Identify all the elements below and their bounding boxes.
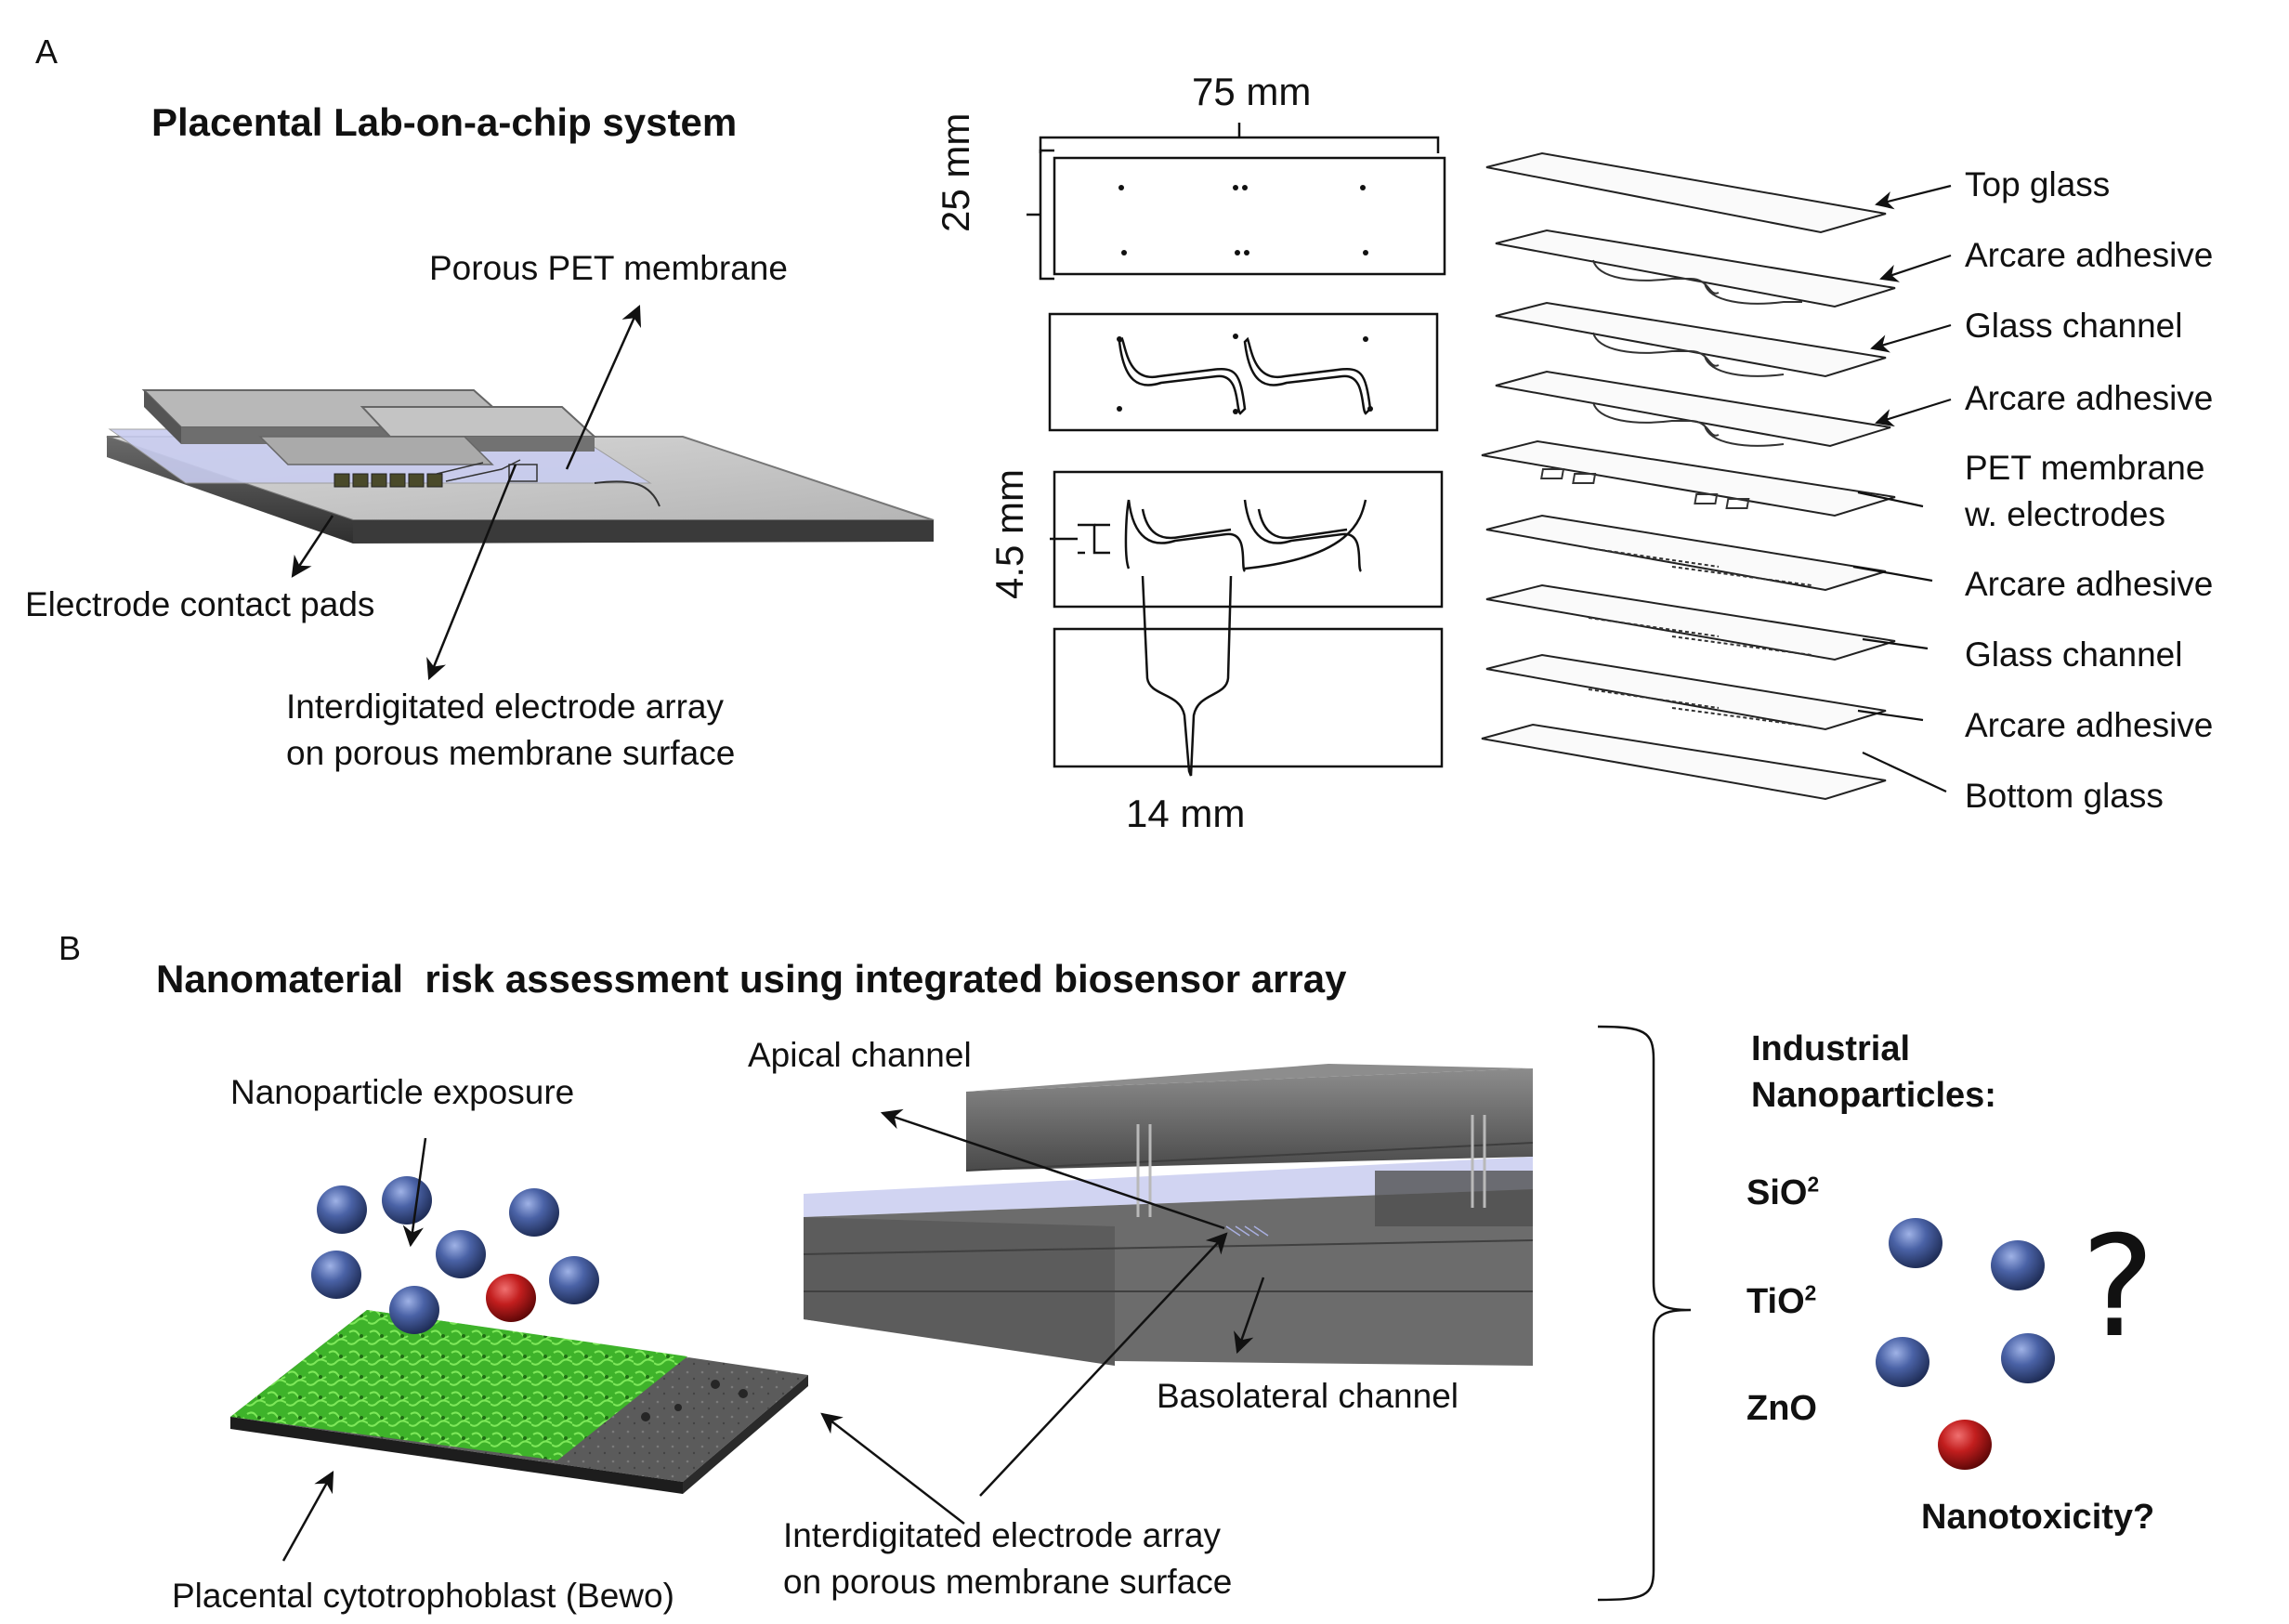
layer-label-5: w. electrodes <box>1965 495 2165 533</box>
layer-label-3: Arcare adhesive <box>1965 379 2214 417</box>
panel-b-arrows <box>281 1108 1265 1562</box>
layer-label-2: Glass channel <box>1965 307 2183 345</box>
nanoparticle-sio2: SiO2 <box>1746 1172 1820 1212</box>
dimension-electrode: 14 mm <box>1126 792 1246 835</box>
layer-label-9: Bottom glass <box>1965 777 2164 815</box>
basolateral-channel-label: Basolateral channel <box>1157 1377 1458 1415</box>
dimension-length: 75 mm <box>1192 70 1312 113</box>
nanoparticles-exposure <box>311 1176 599 1334</box>
panel-a-arrows <box>291 304 642 681</box>
nanotoxicity-label: Nanotoxicity? <box>1921 1498 2155 1537</box>
panel-b-title: Nanomaterial risk assessment using integ… <box>156 957 1347 1001</box>
exploded-layer-stack <box>1481 151 1896 801</box>
nanoparticle-zno: ZnO <box>1746 1389 1817 1428</box>
nanoparticle-tio2: TiO2 <box>1746 1280 1817 1321</box>
layer-label-0: Top glass <box>1965 165 2111 203</box>
layer-details <box>1540 259 1812 727</box>
apical-channel-label: Apical channel <box>748 1036 972 1074</box>
layer-label-7: Glass channel <box>1965 635 2183 674</box>
dimension-width: 25 mm <box>934 112 977 232</box>
industrial-nanoparticles <box>1876 1218 2055 1470</box>
ida-b-label-line1: Interdigitated electrode array <box>783 1516 1221 1554</box>
ida-b-label-line2: on porous membrane surface <box>783 1563 1233 1601</box>
panel-a-title: Placental Lab-on-a-chip system <box>151 100 738 144</box>
layer-label-6: Arcare adhesive <box>1965 565 2214 603</box>
porous-pet-membrane-label: Porous PET membrane <box>429 249 788 287</box>
layer-leader-lines <box>1852 184 1952 792</box>
chip-top-view-drawings <box>1027 123 1446 777</box>
ida-label-line2: on porous membrane surface <box>286 734 736 772</box>
question-mark: ? <box>2081 1207 2155 1369</box>
nanoparticle-exposure-label: Nanoparticle exposure <box>230 1073 575 1111</box>
panel-a-letter: A <box>35 33 59 71</box>
industrial-heading-line2: Nanoparticles: <box>1751 1076 1996 1115</box>
curly-brace <box>1597 1025 1692 1602</box>
layer-label-1: Arcare adhesive <box>1965 236 2214 274</box>
placental-cytotrophoblast-label: Placental cytotrophoblast (Bewo) <box>172 1577 674 1615</box>
layer-label-4: PET membrane <box>1965 449 2205 487</box>
electrode-contact-pads-label: Electrode contact pads <box>25 585 375 623</box>
chip-cross-section-3d <box>803 1064 1534 1366</box>
industrial-heading-line1: Industrial <box>1751 1029 1911 1068</box>
layer-label-8: Arcare adhesive <box>1965 706 2214 744</box>
cell-culture-membrane <box>230 1310 808 1494</box>
chip-3d-model <box>106 389 935 544</box>
ida-label-line1: Interdigitated electrode array <box>286 688 724 726</box>
dimension-channel: 4.5 mm <box>988 468 1031 599</box>
panel-b-letter: B <box>59 929 82 967</box>
